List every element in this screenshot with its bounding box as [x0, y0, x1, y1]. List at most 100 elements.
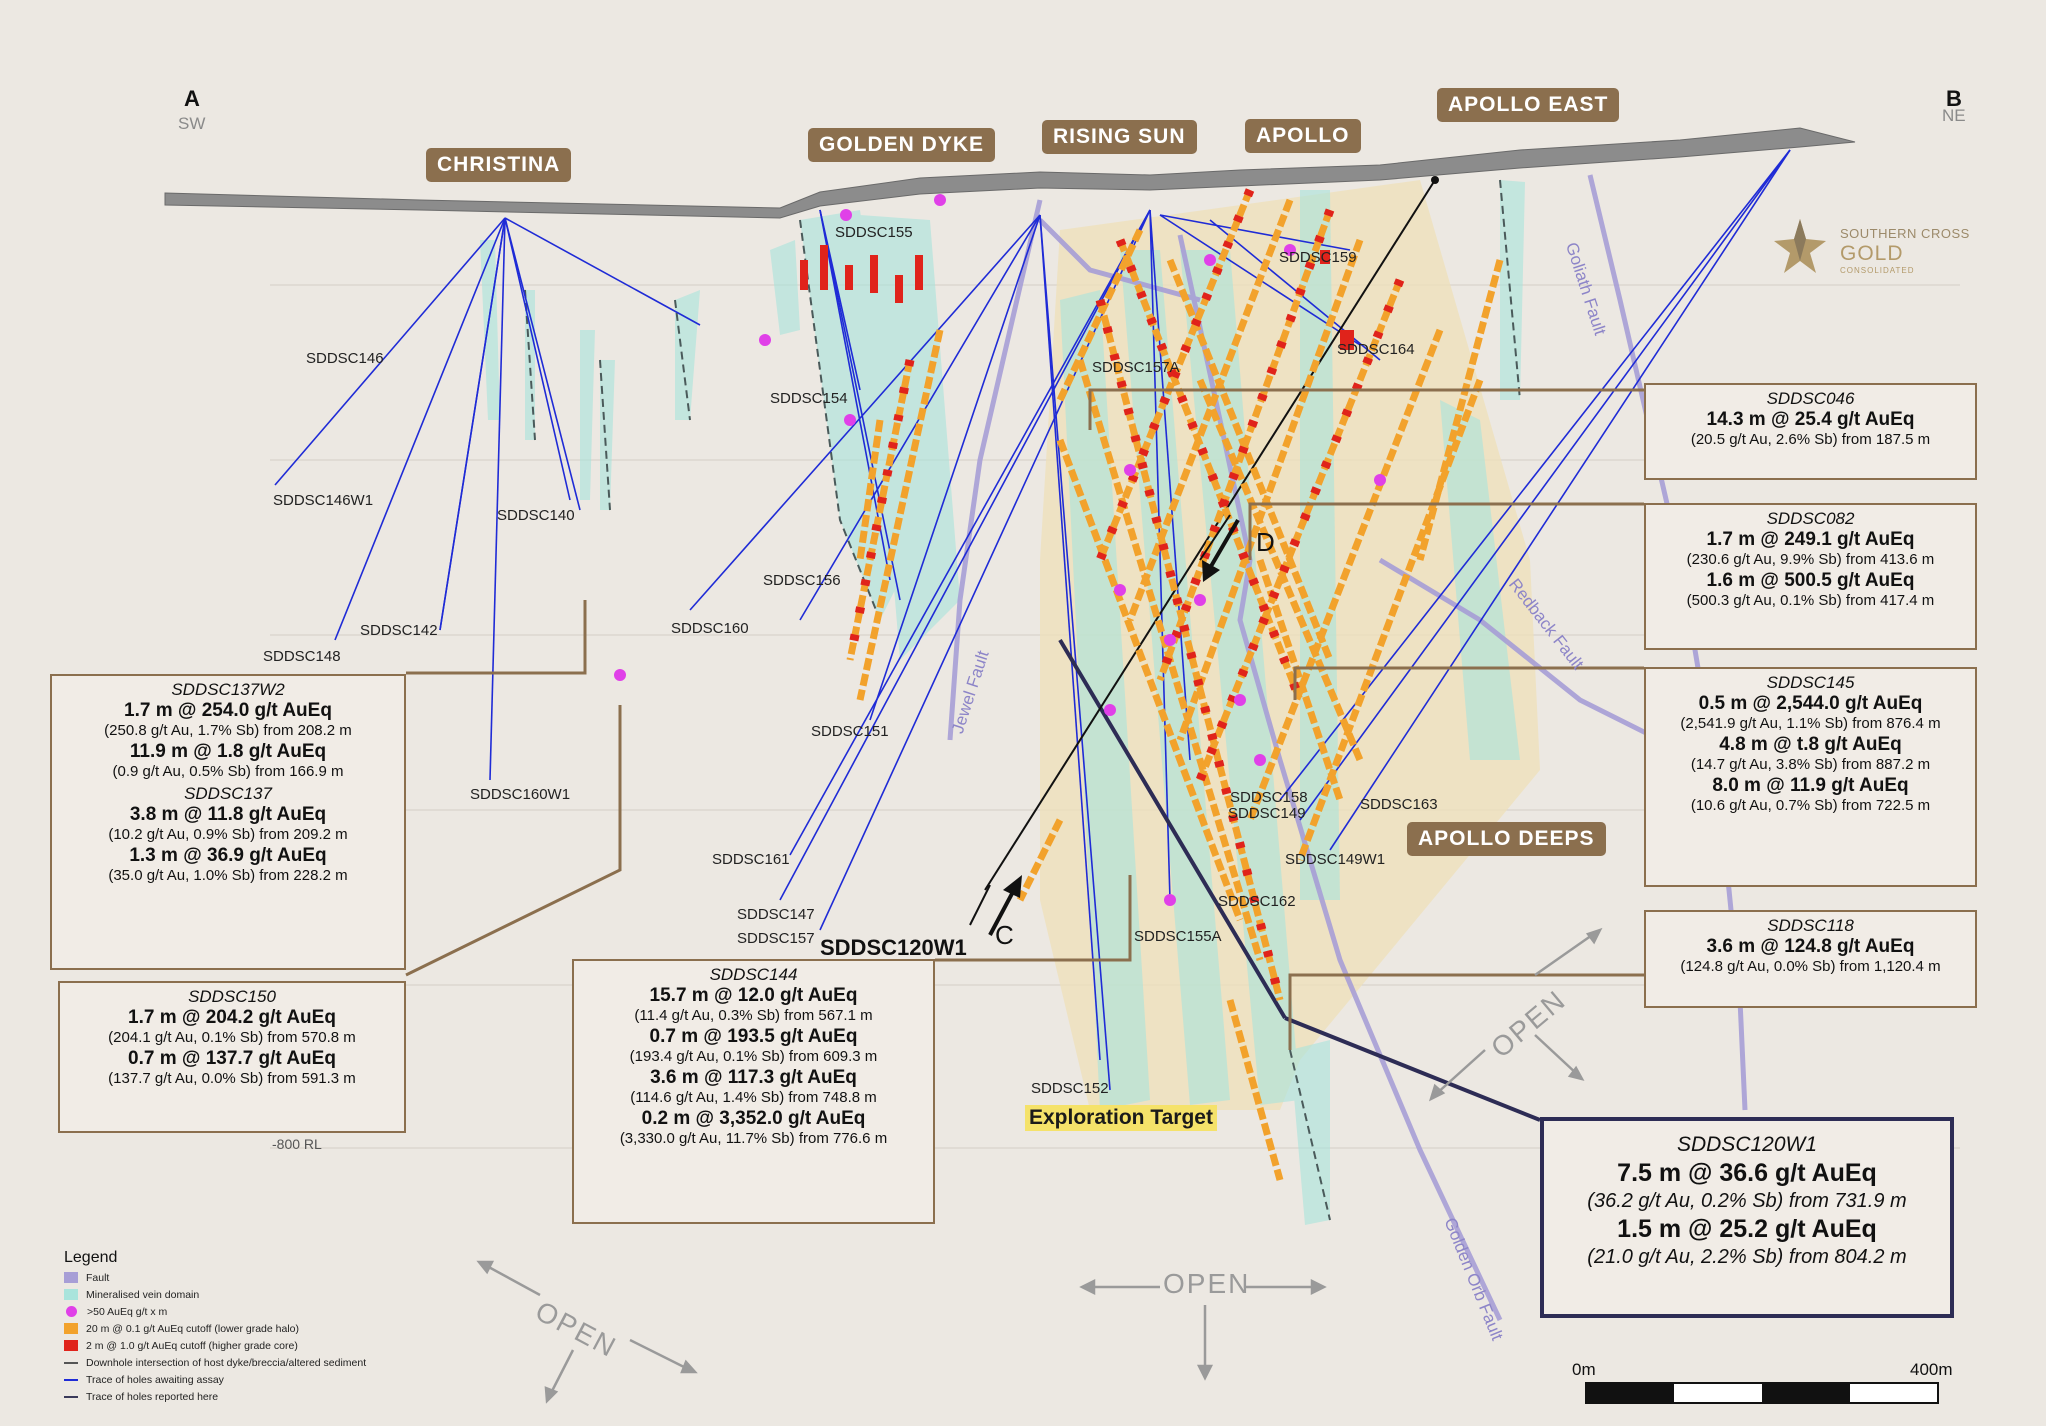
intercept-grade: 1.7 m @ 254.0 g/t AuEq	[124, 700, 332, 721]
hole-label-sddsc152: SDDSC152	[1031, 1080, 1109, 1097]
hole-label-sddsc120w1: SDDSC120W1	[820, 935, 967, 960]
intercept-detail: (36.2 g/t Au, 0.2% Sb) from 731.9 m	[1587, 1190, 1907, 1212]
section-point-a: A	[184, 86, 200, 111]
marker-d: D	[1256, 527, 1275, 557]
hole-label-sddsc149w1: SDDSC149W1	[1285, 851, 1386, 868]
hole-label-sddsc147: SDDSC147	[737, 906, 815, 923]
intercept-detail: (20.5 g/t Au, 2.6% Sb) from 187.5 m	[1690, 431, 1931, 448]
intercept-grade: 14.3 m @ 25.4 g/t AuEq	[1706, 409, 1915, 430]
intercept-grade: 8.0 m @ 11.9 g/t AuEq	[1712, 775, 1909, 796]
hole-label-sddsc154: SDDSC154	[770, 390, 848, 407]
prospect-rising-sun: RISING SUN	[1042, 120, 1197, 154]
legend-label: Trace of holes reported here	[86, 1390, 219, 1403]
prospect-golden-dyke: GOLDEN DYKE	[808, 128, 996, 162]
legend-item: Downhole intersection of host dyke/brecc…	[64, 1354, 424, 1371]
intercept-detail: (3,330.0 g/t Au, 11.7% Sb) from 776.6 m	[619, 1130, 888, 1147]
hole-label-sddsc164: SDDSC164	[1337, 341, 1415, 358]
section-point-b-direction: NE	[1942, 106, 1966, 125]
callout-hole-id: SDDSC082	[1766, 509, 1855, 528]
scale-start: 0m	[1572, 1360, 1596, 1379]
intercept-grade: 3.6 m @ 117.3 g/t AuEq	[650, 1067, 857, 1088]
mineralised-intercepts	[614, 188, 1504, 1181]
callout-leaders	[405, 388, 1644, 1050]
intercept-grade: 0.7 m @ 193.5 g/t AuEq	[649, 1026, 858, 1047]
open-label-center: OPEN	[1163, 1268, 1251, 1299]
intercept-grade: 1.7 m @ 204.2 g/t AuEq	[128, 1007, 336, 1028]
callout-hole-id: SDDSC150	[188, 987, 276, 1006]
hole-label-sddsc162: SDDSC162	[1218, 893, 1296, 910]
hole-label-sddsc158: SDDSC158	[1230, 789, 1308, 806]
intercept-detail: (10.6 g/t Au, 0.7% Sb) from 722.5 m	[1690, 797, 1931, 814]
intercept-grade: 0.5 m @ 2,544.0 g/t AuEq	[1698, 693, 1923, 714]
intercept-detail: (193.4 g/t Au, 0.1% Sb) from 609.3 m	[629, 1048, 878, 1065]
legend-label: 2 m @ 1.0 g/t AuEq cutoff (higher grade …	[86, 1339, 298, 1352]
drill-traces-awaiting-assay	[274, 149, 1791, 1091]
intercept-grade: 1.7 m @ 249.1 g/t AuEq	[1706, 529, 1915, 550]
legend-label: Fault	[86, 1271, 110, 1284]
hole-label-sddsc146: SDDSC146	[306, 350, 384, 367]
section-point-a-direction: SW	[178, 114, 206, 133]
intercept-detail: (230.6 g/t Au, 9.9% Sb) from 413.6 m	[1686, 551, 1935, 568]
hole-label-sddsc160: SDDSC160	[671, 620, 749, 637]
hole-label-sddsc159: SDDSC159	[1279, 249, 1357, 266]
intercept-detail: (14.7 g/t Au, 3.8% Sb) from 887.2 m	[1690, 756, 1931, 773]
legend-item: Trace of holes reported here	[64, 1388, 424, 1405]
legend-item: 2 m @ 1.0 g/t AuEq cutoff (higher grade …	[64, 1337, 424, 1354]
legend-label: 20 m @ 0.1 g/t AuEq cutoff (lower grade …	[86, 1322, 299, 1335]
hole-label-sddsc149: SDDSC149	[1228, 805, 1306, 822]
callout-hole-id: SDDSC137W2	[171, 680, 285, 699]
hole-label-sddsc148: SDDSC148	[263, 648, 341, 665]
intercept-grade: 4.8 m @ t.8 g/t AuEq	[1719, 734, 1902, 755]
collar-marker	[1431, 176, 1439, 184]
exploration-target-label: Exploration Target	[1025, 1105, 1217, 1131]
hole-label-sddsc156: SDDSC156	[763, 572, 841, 589]
open-arrows	[476, 927, 1603, 1404]
legend-swatch	[64, 1323, 78, 1334]
legend-swatch	[64, 1361, 78, 1364]
scale-bar	[1585, 1382, 1939, 1404]
intercept-grade: 1.6 m @ 500.5 g/t AuEq	[1706, 570, 1915, 591]
intercept-grade: 1.5 m @ 25.2 g/t AuEq	[1617, 1215, 1877, 1243]
legend-swatch	[64, 1272, 78, 1283]
legend-title: Legend	[64, 1249, 118, 1266]
arrow-d	[1199, 514, 1240, 582]
callout-hole-id: SDDSC137	[184, 784, 272, 803]
vein-domain-outlines	[524, 179, 1521, 1221]
prospect-apollo-deeps: APOLLO DEEPS	[1407, 822, 1606, 856]
legend-swatch	[64, 1289, 78, 1300]
intercept-detail: (500.3 g/t Au, 0.1% Sb) from 417.4 m	[1686, 592, 1935, 609]
legend-swatch	[64, 1340, 78, 1351]
legend-item: >50 AuEq g/t x m	[64, 1303, 424, 1320]
intercept-detail: (21.0 g/t Au, 2.2% Sb) from 804.2 m	[1587, 1246, 1907, 1268]
legend-label: >50 AuEq g/t x m	[87, 1305, 168, 1318]
hole-label-sddsc161: SDDSC161	[712, 851, 790, 868]
company-logo: SOUTHERN CROSS GOLD CONSOLIDATED	[1770, 200, 1970, 280]
hole-label-sddsc157a: SDDSC157A	[1092, 359, 1180, 376]
legend-label: Mineralised vein domain	[86, 1288, 200, 1301]
marker-c: C	[995, 920, 1014, 950]
intercept-detail: (11.4 g/t Au, 0.3% Sb) from 567.1 m	[634, 1007, 873, 1024]
callout-hole-id: SDDSC144	[709, 965, 798, 984]
hole-label-sddsc151: SDDSC151	[811, 723, 889, 740]
logo-line-3: CONSOLIDATED	[1840, 266, 1915, 275]
callout-hole-id: SDDSC118	[1767, 916, 1854, 935]
intercept-detail: (35.0 g/t Au, 1.0% Sb) from 228.2 m	[108, 867, 348, 884]
logo-star-icon	[1774, 219, 1826, 273]
legend-label: Trace of holes awaiting assay	[86, 1373, 224, 1386]
callout-hole-id: SDDSC046	[1766, 389, 1855, 408]
intercept-grade: 1.3 m @ 36.9 g/t AuEq	[129, 845, 327, 866]
logo-line-2: GOLD	[1840, 242, 1904, 265]
legend-item: Fault	[64, 1269, 424, 1286]
hole-label-sddsc160w1: SDDSC160W1	[470, 786, 571, 803]
intercept-detail: (250.8 g/t Au, 1.7% Sb) from 208.2 m	[104, 722, 352, 739]
intercept-detail: (137.7 g/t Au, 0.0% Sb) from 591.3 m	[108, 1070, 356, 1087]
hole-label-sddsc163: SDDSC163	[1360, 796, 1438, 813]
intercept-grade: 11.9 m @ 1.8 g/t AuEq	[129, 741, 327, 762]
